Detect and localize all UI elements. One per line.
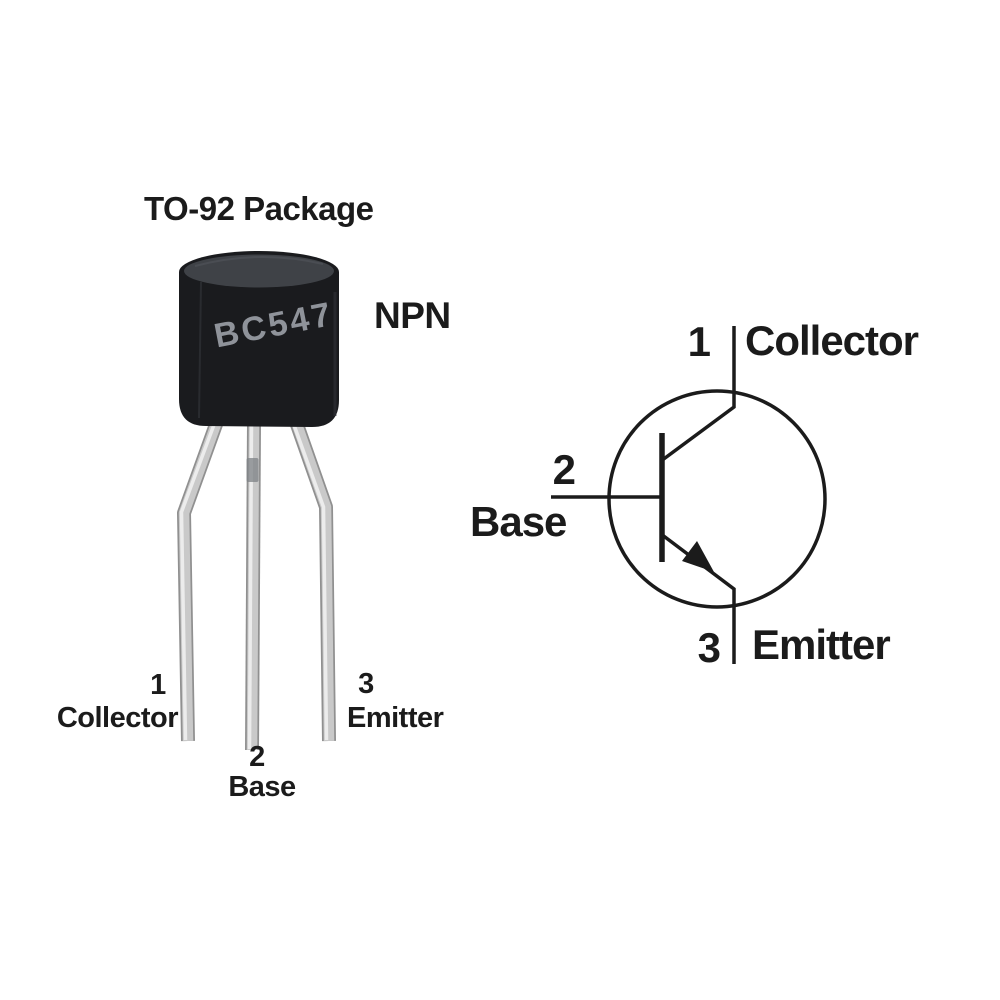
photo-pin2-number: 2 <box>249 741 265 773</box>
schematic-circle <box>607 389 827 609</box>
photo-pin2-name: Base <box>228 771 296 803</box>
transistor-type-label: NPN <box>374 295 451 336</box>
schematic-pin3-name: Emitter <box>752 621 891 668</box>
schematic-pin3-number: 3 <box>697 624 721 671</box>
schematic-pin2-name: Base <box>470 498 567 545</box>
transistor-photo: BC547 <box>177 251 339 751</box>
photo-pin3-number: 3 <box>358 668 374 700</box>
page-title: TO-92 Package <box>144 190 374 227</box>
photo-pin1-number: 1 <box>150 669 166 701</box>
body-edge-crease <box>198 281 202 419</box>
schematic-emitter-arrow-icon <box>682 541 714 572</box>
leg-crimp-mark <box>246 458 259 482</box>
transistor-body: BC547 <box>179 251 339 427</box>
schematic-pin1-name: Collector <box>745 317 919 364</box>
schematic-emitter-lead <box>659 532 736 664</box>
photo-pin3-name: Emitter <box>347 702 444 734</box>
schematic-pin2-number: 2 <box>552 446 576 493</box>
transistor-leg-emitter <box>287 413 336 742</box>
transistor-leg-base <box>245 422 261 751</box>
top-face-highlight <box>194 256 324 267</box>
schematic-pin1-number: 1 <box>687 318 711 365</box>
schematic-collector-lead <box>659 326 736 463</box>
transistor-top-face <box>184 254 334 288</box>
transistor-leg-collector <box>177 413 226 742</box>
photo-pin1-name: Collector <box>56 702 179 734</box>
npn-schematic <box>551 326 827 664</box>
